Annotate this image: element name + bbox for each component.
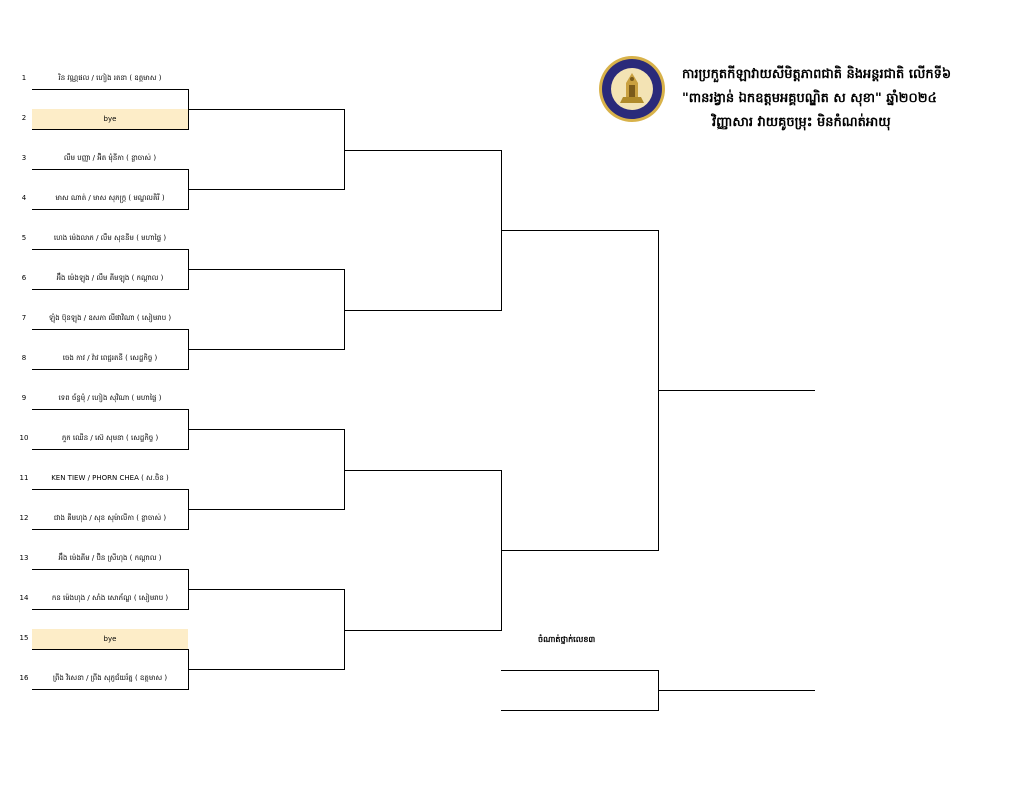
seed-number: 4 bbox=[21, 194, 27, 202]
bracket-line bbox=[32, 169, 188, 170]
bracket-line bbox=[501, 710, 658, 711]
bracket-line bbox=[32, 569, 188, 570]
seed-number: 5 bbox=[21, 234, 27, 242]
bracket-line bbox=[501, 670, 658, 671]
bracket-line bbox=[344, 109, 345, 190]
bracket-line bbox=[32, 409, 188, 410]
bracket-line bbox=[32, 129, 188, 130]
bracket-line bbox=[344, 150, 501, 151]
bracket-line bbox=[188, 269, 344, 270]
bracket-line bbox=[32, 489, 188, 490]
bracket-line bbox=[188, 109, 344, 110]
bracket-line bbox=[188, 189, 344, 190]
bracket-line bbox=[32, 689, 188, 690]
trophy-title: "ពានរង្វាន់ ឯកឧត្ដមអគ្គបណ្ឌិត ស សុខា" ឆ្… bbox=[682, 91, 937, 106]
bracket-line bbox=[344, 269, 345, 350]
team-slot: អ៊ឹង ម៉េងឡុង / លឹម គីមឡុង ( កណ្ដាល ) bbox=[56, 274, 164, 282]
seed-number: 9 bbox=[21, 394, 27, 402]
seed-number: 11 bbox=[19, 474, 29, 482]
seed-number: 8 bbox=[21, 354, 27, 362]
bracket-line bbox=[32, 529, 188, 530]
federation-logo-icon bbox=[599, 56, 665, 122]
seed-number: 6 bbox=[21, 274, 27, 282]
bracket-line bbox=[32, 89, 188, 90]
bracket-line bbox=[32, 609, 188, 610]
team-slot: កន ម៉េងហុង / សាំង សោភ័ណ្ឌ ( សៀមរាប ) bbox=[51, 594, 169, 602]
bracket-line bbox=[188, 669, 344, 670]
bracket-line bbox=[32, 249, 188, 250]
bracket-line bbox=[32, 449, 188, 450]
seed-number: 1 bbox=[21, 74, 27, 82]
team-slot: ព្រីង វិសេនា / ព្រីង សុភ្ញជ័យរ័ត្ន ( ឧត្… bbox=[52, 674, 168, 682]
bracket-line bbox=[188, 349, 344, 350]
event-category: វិញ្ញាសារ វាយគូចម្រុះ មិនកំណត់អាយុ bbox=[712, 115, 891, 130]
bracket-line bbox=[188, 509, 344, 510]
seed-number: 12 bbox=[19, 514, 29, 522]
seed-number: 13 bbox=[19, 554, 29, 562]
bracket-line bbox=[188, 589, 344, 590]
bracket-line bbox=[344, 470, 501, 471]
team-slot: ហេង ម៉េងលាភ / លឹម សុខនីម ( មហាផ្ទៃ ) bbox=[53, 234, 167, 242]
bracket-line bbox=[501, 230, 658, 231]
seed-number: 7 bbox=[21, 314, 27, 322]
bracket-line bbox=[344, 310, 501, 311]
bracket-line bbox=[344, 589, 345, 670]
bracket-line bbox=[32, 369, 188, 370]
seed-number: 10 bbox=[19, 434, 29, 442]
team-slot: ឡុំង ប៊ុនឡុង / ឧសភា លីផាវិណា ( សៀមរាប ) bbox=[48, 314, 172, 322]
team-slot: ជាង គីមហុង / សុខ សុម៉ាលីកា ( ខ្លាចាស់ ) bbox=[53, 514, 167, 522]
tournament-title: ការប្រកួតកីឡាវាយសីមិត្តភាពជាតិ និងអន្តរជ… bbox=[682, 67, 952, 82]
third-place-label: ចំណាត់ថ្នាក់លេខ៣ bbox=[538, 635, 596, 644]
team-slot: ទេព ច័ន្ទមុំ / ហៀង សុវិណា ( មហាផ្ទៃ ) bbox=[58, 394, 162, 402]
team-slot: លឹម បញ្ញា / អ៊ិត មុំនីកា ( ខ្លាចាស់ ) bbox=[63, 154, 157, 162]
seed-number: 15 bbox=[19, 634, 29, 642]
third-place-winner-line bbox=[658, 690, 815, 691]
seed-number: 2 bbox=[21, 114, 27, 122]
seed-number: 3 bbox=[21, 154, 27, 162]
bracket-line bbox=[32, 329, 188, 330]
team-slot: ភួក ឈើន / ស៊េ សុមនា ( សេដ្ឋកិច្ច ) bbox=[61, 434, 159, 442]
seed-number: 14 bbox=[19, 594, 29, 602]
seed-number: 16 bbox=[19, 674, 29, 682]
final-winner-line bbox=[658, 390, 815, 391]
bracket-line bbox=[32, 649, 188, 650]
bye-slot: bye bbox=[32, 629, 188, 649]
team-slot: អ៊ឹង ម៉េងគីម / ប៊ិន ស្រីហុង ( កណ្ដាល ) bbox=[58, 554, 162, 562]
bracket-line bbox=[32, 289, 188, 290]
team-slot: ចេង កាវ / វ៉ាវ ពេជ្ជរតនី ( សេដ្ឋកិច្ច ) bbox=[62, 354, 158, 362]
team-slot: មាស ណាត់ / មាស សុភក្ត្រ ( មណ្ឌលគិរី ) bbox=[55, 194, 165, 202]
bracket-line bbox=[32, 209, 188, 210]
bracket-line bbox=[344, 630, 501, 631]
bracket-line bbox=[188, 429, 344, 430]
bracket-line bbox=[501, 550, 658, 551]
team-slot: KEN TIEW / PHORN CHEA ( ស.ចិន ) bbox=[51, 474, 169, 482]
bracket-line bbox=[344, 429, 345, 510]
bye-slot: bye bbox=[32, 109, 188, 129]
team-slot: រិន វណ្ណផល / ហៀង រតនា ( ឧត្តមាស ) bbox=[58, 74, 162, 82]
